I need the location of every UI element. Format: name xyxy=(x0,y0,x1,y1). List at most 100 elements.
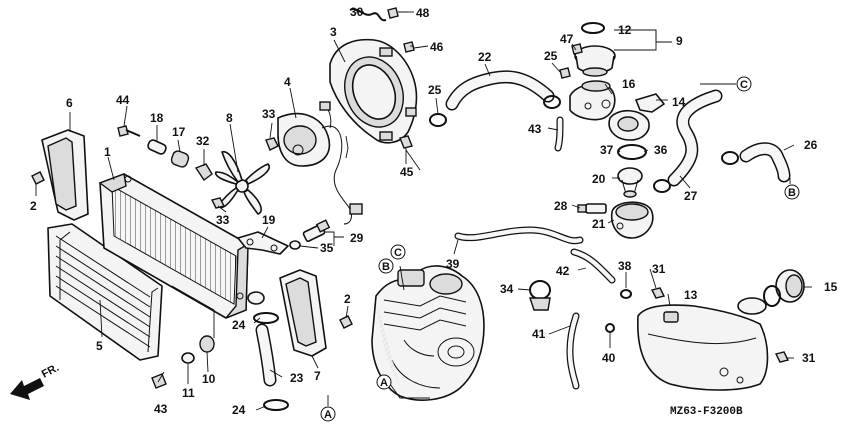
siphon-tube-39[interactable] xyxy=(454,226,584,245)
callout-35: 35 xyxy=(320,241,334,255)
reserve-tank-cap-15[interactable] xyxy=(763,269,805,307)
callout-23: 23 xyxy=(290,371,304,385)
callout-16: 16 xyxy=(622,77,636,91)
collar-18[interactable] xyxy=(147,139,168,155)
callout-21: 21 xyxy=(592,217,606,231)
callout-27: 27 xyxy=(684,189,698,203)
thermostat-housing-cover[interactable] xyxy=(608,109,650,141)
fan-motor[interactable] xyxy=(277,101,363,225)
ref-mark-a-hose: A xyxy=(320,406,336,422)
callout-13: 13 xyxy=(684,288,698,302)
callout-42: 42 xyxy=(556,264,570,278)
bolt-45[interactable] xyxy=(399,135,413,149)
radiator-cap[interactable] xyxy=(574,45,616,77)
bolt-31-upper[interactable] xyxy=(650,287,666,299)
callout-31-upper: 31 xyxy=(652,262,666,276)
engine-block xyxy=(371,265,485,401)
svg-text:FR.: FR. xyxy=(40,362,61,381)
callout-3: 3 xyxy=(330,25,337,39)
callout-30: 30 xyxy=(350,5,364,19)
bolt-33-lower[interactable] xyxy=(210,197,226,209)
hose-clamp-25-left[interactable] xyxy=(429,113,447,127)
reserve-tank[interactable] xyxy=(637,304,769,391)
bolt-47[interactable] xyxy=(571,43,583,55)
callout-25-left: 25 xyxy=(428,83,442,97)
svg-text:C: C xyxy=(394,247,402,259)
bolt-31-lower[interactable] xyxy=(774,351,790,363)
joint-pipe[interactable] xyxy=(554,116,564,152)
callout-11: 11 xyxy=(182,386,195,400)
hose-clamp-27[interactable] xyxy=(653,179,671,193)
svg-text:A: A xyxy=(324,409,332,421)
o-ring-35[interactable] xyxy=(289,240,301,250)
grommet-17[interactable] xyxy=(170,150,190,169)
callout-24-lower: 24 xyxy=(232,403,246,417)
upper-hose-22[interactable] xyxy=(445,70,555,111)
reserve-tank-neck xyxy=(737,297,767,315)
radiator-bracket[interactable] xyxy=(237,231,289,255)
breather-tube-41[interactable] xyxy=(566,312,580,390)
cap-nut-32[interactable] xyxy=(194,163,213,182)
callout-44: 44 xyxy=(116,93,130,107)
thermostat-case-21[interactable] xyxy=(610,201,654,239)
thermostat-20[interactable] xyxy=(617,167,643,198)
o-ring-36[interactable] xyxy=(617,144,647,160)
callout-46: 46 xyxy=(430,40,444,54)
callout-9: 9 xyxy=(676,34,683,48)
callout-43-lower: 43 xyxy=(154,402,168,416)
bolt-48[interactable] xyxy=(387,7,399,19)
radiator-core[interactable] xyxy=(98,173,249,319)
bolt-2-left[interactable] xyxy=(31,171,45,185)
ref-mark-b-engine: B xyxy=(378,258,394,274)
bolt-46[interactable] xyxy=(403,41,415,53)
thermo-switch[interactable] xyxy=(302,219,331,243)
side-shroud-left[interactable] xyxy=(41,129,89,221)
collar-11[interactable] xyxy=(181,352,195,364)
callout-19: 19 xyxy=(262,213,276,227)
hose-clamp-24-upper[interactable] xyxy=(253,312,279,324)
bolt-33-upper[interactable] xyxy=(265,137,279,151)
bracket-30[interactable] xyxy=(349,8,387,22)
hose-26[interactable] xyxy=(739,142,791,183)
bracket-14[interactable] xyxy=(635,93,665,113)
mounting-bolt-44[interactable] xyxy=(117,125,141,137)
callout-12: 12 xyxy=(618,23,632,37)
clamp-34[interactable] xyxy=(529,280,551,311)
sensor-28[interactable] xyxy=(577,203,607,214)
callout-37: 37 xyxy=(600,143,614,157)
extra-leaders xyxy=(398,11,577,171)
callout-1: 1 xyxy=(104,145,111,159)
hose-27[interactable] xyxy=(667,89,723,187)
overflow-tube-42[interactable] xyxy=(570,248,616,284)
ref-mark-c-upper: C xyxy=(736,76,752,92)
front-direction-arrow: FR. xyxy=(10,362,61,400)
filler-neck[interactable] xyxy=(569,80,616,121)
cap-seal-12[interactable] xyxy=(581,22,605,34)
leader-lines xyxy=(35,11,812,411)
callout-28: 28 xyxy=(554,199,568,213)
radiator-grille[interactable] xyxy=(47,223,163,361)
callout-25-right: 25 xyxy=(544,49,558,63)
callout-47: 47 xyxy=(560,32,574,46)
callout-17: 17 xyxy=(172,125,186,139)
side-shroud-right[interactable] xyxy=(279,269,327,357)
clip-38[interactable] xyxy=(620,289,632,299)
callout-33-lower: 33 xyxy=(216,213,230,227)
clip-40[interactable] xyxy=(605,323,615,333)
ref-mark-a-engine: A xyxy=(376,374,392,390)
callout-36: 36 xyxy=(654,143,668,157)
hose-clamp-25-right[interactable] xyxy=(543,95,561,109)
callout-45: 45 xyxy=(400,165,414,179)
lower-radiator-hose[interactable] xyxy=(255,323,277,387)
fan-shroud[interactable] xyxy=(329,38,418,144)
callout-15: 15 xyxy=(824,280,838,294)
callout-41: 41 xyxy=(532,327,546,341)
callout-18: 18 xyxy=(150,111,164,125)
hose-clamp-26[interactable] xyxy=(721,151,739,165)
bolt-25-top[interactable] xyxy=(559,67,571,79)
callout-7: 7 xyxy=(314,369,321,383)
bolt-2-right[interactable] xyxy=(339,315,353,329)
hose-clamp-24-lower[interactable] xyxy=(263,399,289,411)
grommet-10[interactable] xyxy=(199,335,215,353)
callout-6: 6 xyxy=(66,96,73,110)
